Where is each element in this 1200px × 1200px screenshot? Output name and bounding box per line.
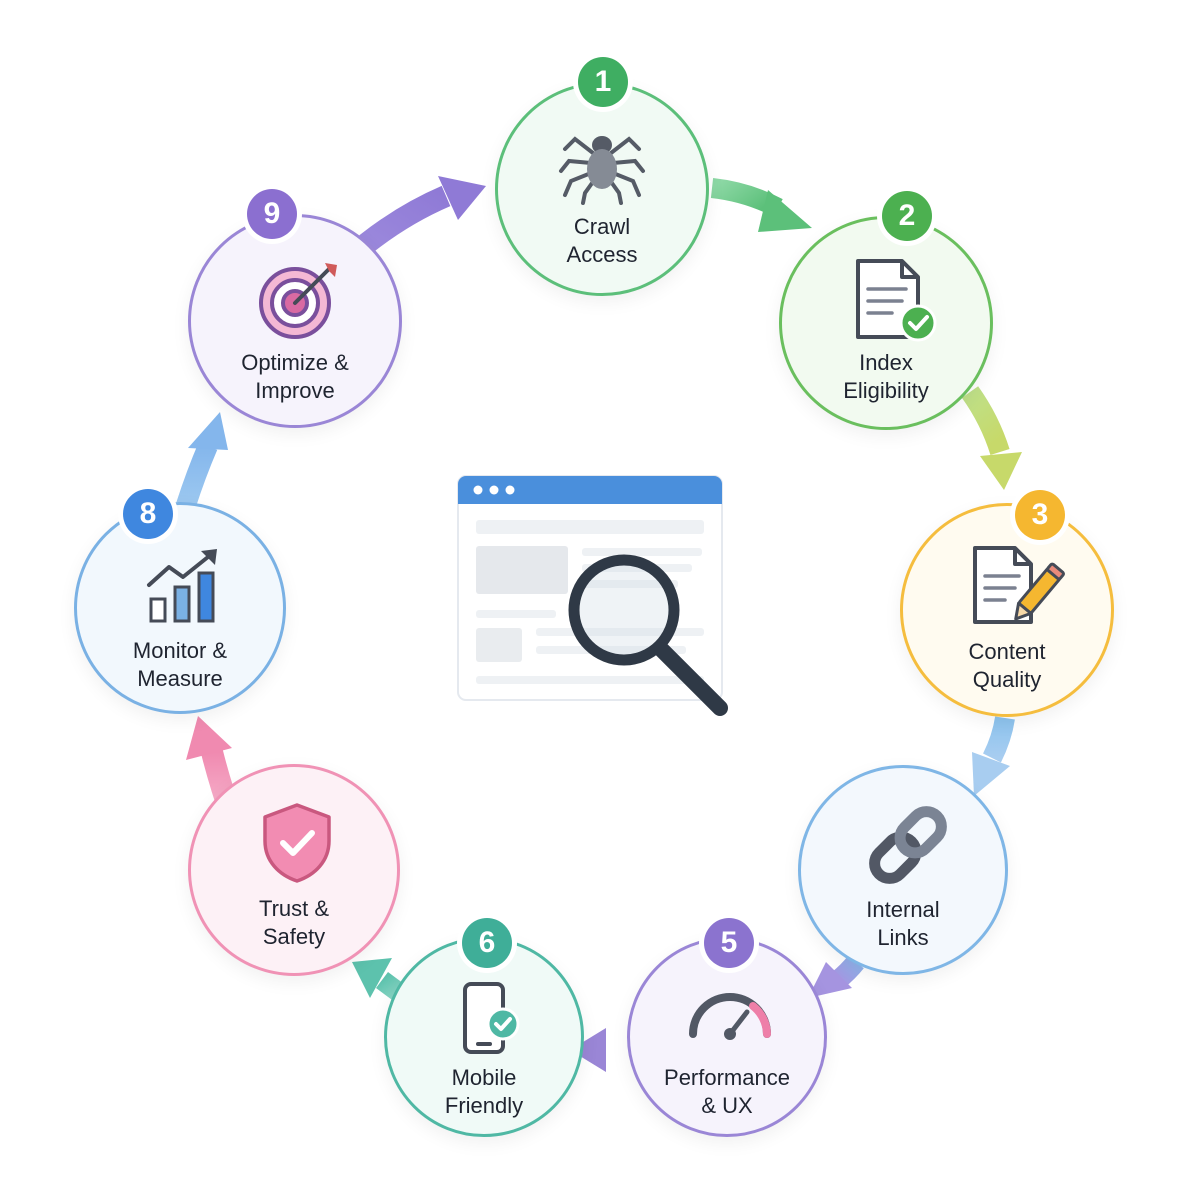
document-edit-icon [973,546,1065,624]
step-2-index-eligibility: 2 Index Eligibility [779,191,993,430]
step-3-content-quality: 3 Content Quality [900,490,1114,717]
step-number-badge: 1 [578,57,628,107]
step-number-badge: 6 [462,918,512,968]
step-9-optimize-improve: 9 Optimize & Improve [188,189,402,428]
shield-check-icon [263,803,331,883]
growth-chart-icon [147,549,217,623]
step-4-internal-links: Internal Links [798,765,1008,975]
step-7-trust-safety: Trust & Safety [188,764,400,976]
step-5-performance-ux: 5 Performance & UX [627,918,827,1137]
arrow-2-to-3 [961,386,1022,490]
browser-search-icon [457,475,728,716]
document-check-icon [856,259,937,342]
step-label: Trust & Safety [258,896,330,949]
arrow-8-to-9 [176,412,228,509]
speedometer-icon [689,993,771,1040]
step-label: Crawl Access [566,214,638,267]
step-number-badge: 5 [704,918,754,968]
step-8-monitor-measure: 8 Monitor & Measure [74,489,286,714]
step-number-badge: 9 [247,189,297,239]
arrow-9-to-1 [359,176,486,253]
step-number-badge: 2 [882,191,932,241]
target-icon [259,263,337,339]
step-label: Monitor & Measure [132,638,228,691]
spider-icon [559,136,645,205]
step-label: Mobile Friendly [444,1065,524,1118]
step-label: Index Eligibility [843,350,929,403]
mobile-check-icon [463,982,520,1054]
arrow-1-to-2 [710,178,812,232]
step-number-badge: 8 [123,489,173,539]
chain-link-icon [869,806,947,884]
step-label: Internal Links [866,897,940,950]
step-number-badge: 3 [1015,490,1065,540]
step-label: Optimize & Improve [241,350,349,403]
step-6-mobile-friendly: 6 Mobile Friendly [384,918,584,1137]
step-1-crawl-access: 1 Crawl Access [495,57,709,296]
arrow-3-to-4 [972,716,1015,796]
step-label: Content Quality [968,639,1046,692]
step-label: Performance & UX [664,1065,790,1118]
